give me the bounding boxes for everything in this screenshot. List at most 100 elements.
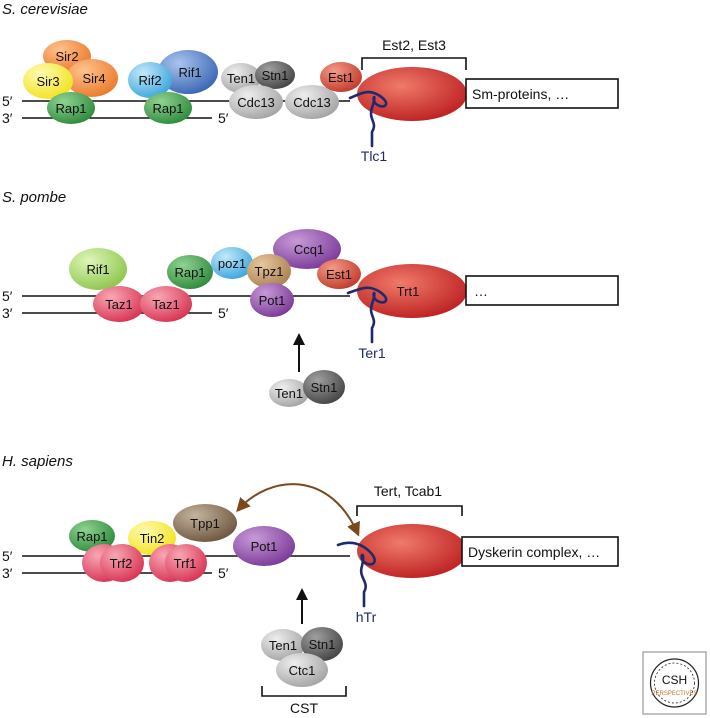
protein-label: Est1 xyxy=(328,70,354,85)
telomerase-catalytic-subunit xyxy=(357,524,467,578)
protein-label: Ten1 xyxy=(275,386,303,401)
cst-bracket xyxy=(261,686,347,697)
protein-trt1: Trt1 xyxy=(357,264,467,318)
protein-taz1-b: Taz1 xyxy=(140,286,192,322)
protein-label: Taz1 xyxy=(152,297,179,312)
protein-stn1: Stn1 xyxy=(301,627,343,661)
protein-label: Rap1 xyxy=(152,101,183,116)
protein-trf1: Trf1 xyxy=(149,544,207,582)
cst-label: CST xyxy=(290,700,318,716)
protein-label: Stn1 xyxy=(262,68,289,83)
protein-label: Est1 xyxy=(326,267,352,282)
interaction-arrow xyxy=(236,483,360,537)
protein-ccq1: Ccq1 xyxy=(273,229,341,269)
protein-label: Tin2 xyxy=(140,531,165,546)
protein-label: Rap1 xyxy=(76,529,107,544)
strand-3-label: 3′ xyxy=(2,305,13,321)
protein-label: Rap1 xyxy=(174,265,205,280)
protein-label: Cdc13 xyxy=(293,95,331,110)
protein-label: Stn1 xyxy=(311,380,338,395)
arrow-head xyxy=(296,588,308,600)
protein-est1: Est1 xyxy=(317,259,361,289)
protein-label: Rap1 xyxy=(55,101,86,116)
strand-5-end-label: 5′ xyxy=(218,305,229,321)
strand-5-label: 5′ xyxy=(2,548,13,564)
protein-label: Rif2 xyxy=(138,73,161,88)
protein-tpp1: Tpp1 xyxy=(173,504,237,542)
bracket-label: Est2, Est3 xyxy=(382,37,446,53)
protein-label: Trf2 xyxy=(110,556,133,571)
protein-cdc13-a: Cdc13 xyxy=(229,85,283,119)
protein-label: Ten1 xyxy=(269,638,297,653)
protein-rif2: Rif2 xyxy=(128,62,172,98)
protein-ten1: Ten1 xyxy=(269,379,309,407)
arrow-head xyxy=(293,333,305,345)
protein-rap1-a: Rap1 xyxy=(47,92,95,124)
protein-label: Sir4 xyxy=(82,71,105,86)
protein-label: Tpp1 xyxy=(190,516,220,531)
telomerase-catalytic-subunit xyxy=(357,67,467,121)
protein-tpz1: Tpz1 xyxy=(247,254,291,288)
strand-5-label: 5′ xyxy=(2,93,13,109)
protein-rap1-b: Rap1 xyxy=(144,92,192,124)
logo-line2: PERSPECTIVES xyxy=(651,691,697,697)
protein-ten1: Ten1 xyxy=(261,629,305,661)
panel-cerevisiae: S. cerevisiae 5′ 3′ 5′ Est2, Est3 Sir2 S… xyxy=(2,1,619,164)
strand-5-end-label: 5′ xyxy=(218,565,229,581)
protein-ctc1: Ctc1 xyxy=(276,653,328,687)
protein-label: Sir3 xyxy=(36,74,59,89)
protein-label: Stn1 xyxy=(309,637,336,652)
protein-rif1: Rif1 xyxy=(69,248,127,290)
panel-sapiens: H. sapiens 5′ 3′ 5′ Tert, Tcab1 Rap1 Tin… xyxy=(2,453,619,716)
rna-ter1 xyxy=(346,286,388,344)
protein-est1: Est1 xyxy=(320,62,362,92)
protein-label: Ten1 xyxy=(227,71,255,86)
rna-label: Ter1 xyxy=(358,345,385,361)
bracket xyxy=(356,505,463,516)
accessory-box xyxy=(465,78,619,109)
panel-title: S. pombe xyxy=(2,189,66,206)
protein-pot1: Pot1 xyxy=(250,283,294,317)
rna-label: hTr xyxy=(356,609,377,625)
strand-5-label: 5′ xyxy=(2,288,13,304)
protein-trf2: Trf2 xyxy=(82,544,144,582)
bracket xyxy=(361,57,467,70)
strand-3-label: 3′ xyxy=(2,565,13,581)
protein-rap1: Rap1 xyxy=(167,255,213,289)
rna-tlc1 xyxy=(348,90,388,148)
protein-label: Rif1 xyxy=(178,65,201,80)
protein-rap1: Rap1 xyxy=(69,520,115,552)
strand-5-end-label: 5′ xyxy=(218,110,229,126)
protein-label: poz1 xyxy=(218,256,246,271)
protein-label: Pot1 xyxy=(251,539,278,554)
logo-line1: CSH xyxy=(662,673,687,687)
protein-label: Sir2 xyxy=(55,49,78,64)
protein-poz1: poz1 xyxy=(211,247,253,279)
panel-title: S. cerevisiae xyxy=(2,1,88,18)
protein-sir3: Sir3 xyxy=(23,63,73,99)
panel-title: H. sapiens xyxy=(2,453,73,470)
protein-label: Ccq1 xyxy=(294,242,324,257)
protein-label: Rif1 xyxy=(86,262,109,277)
protein-pot1: Pot1 xyxy=(233,526,295,566)
panel-pombe: S. pombe 5′ 3′ 5′ Rif1 Taz1 Taz1 Rap1 po… xyxy=(2,189,619,407)
protein-stn1: Stn1 xyxy=(255,61,295,89)
protein-label: Trt1 xyxy=(397,284,420,299)
protein-stn1: Stn1 xyxy=(303,370,345,404)
csh-perspectives-logo: CSH PERSPECTIVES xyxy=(642,651,707,715)
protein-label: Trf1 xyxy=(174,556,197,571)
accessory-box xyxy=(461,536,619,567)
protein-taz1-a: Taz1 xyxy=(93,286,145,322)
protein-label: Cdc13 xyxy=(237,95,275,110)
accessory-box xyxy=(465,275,619,306)
strand-3-label: 3′ xyxy=(2,110,13,126)
protein-label: Ctc1 xyxy=(289,663,316,678)
rna-htr xyxy=(336,541,376,608)
accessory-box-label: … xyxy=(474,283,488,299)
protein-label: Tpz1 xyxy=(255,264,284,279)
protein-rif1: Rif1 xyxy=(158,50,218,94)
protein-sir4: Sir4 xyxy=(66,59,118,97)
accessory-box-label: Sm-proteins, … xyxy=(472,86,569,102)
accessory-box-label: Dyskerin complex, … xyxy=(468,544,600,560)
bracket-label: Tert, Tcab1 xyxy=(374,483,442,499)
